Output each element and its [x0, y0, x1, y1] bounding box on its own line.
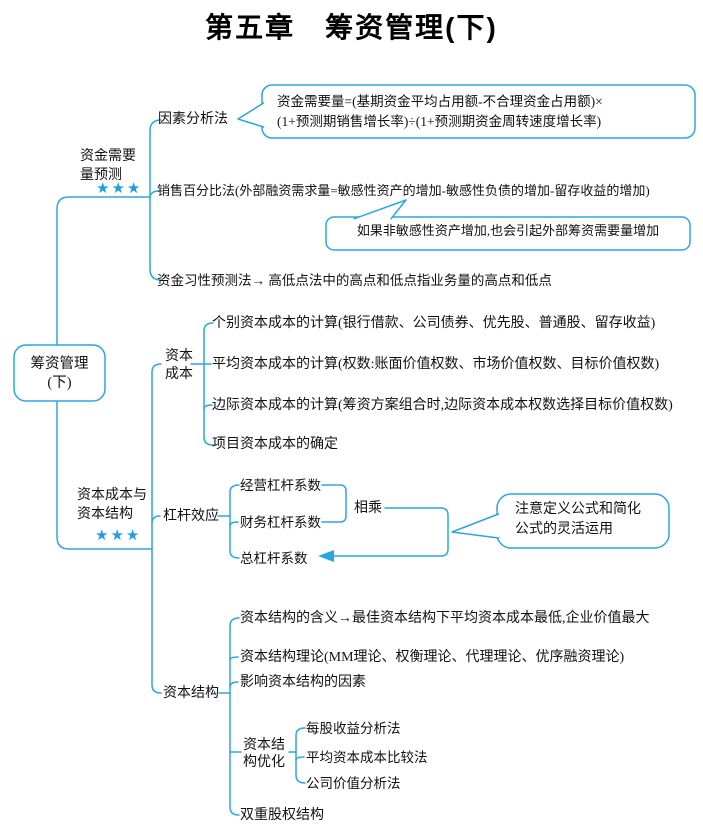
leverage-spine-top: [229, 484, 240, 517]
branch1-label-line2: 量预测: [80, 168, 122, 183]
node-factor-analysis: 因素分析法: [158, 112, 228, 127]
structure-factor-curve: [229, 681, 239, 688]
formula-note-tail: [237, 102, 265, 128]
node-structure-theory: 资本结构理论(MM理论、权衡理论、代理理论、优序融资理论): [240, 650, 625, 665]
node-project-cost: 项目资本成本的确定: [212, 437, 338, 452]
leverage-note-tail: [451, 513, 500, 539]
structure-label: 资本结构: [163, 686, 219, 701]
sales-note-tail: [353, 199, 407, 220]
branch2-spine-top: [151, 363, 162, 550]
node-dual-class-shares: 双重股权结构: [240, 808, 324, 823]
structure-theory-curve: [229, 656, 239, 661]
formula-note-line2: (1+预测期销售增长率)÷(1+预测期资金周转速度增长率): [277, 114, 602, 129]
structure-spine-bottom: [229, 692, 240, 816]
node-funds-habit: 资金习性预测法→ 高低点法中的高点和低点指业务量的高点和低点: [157, 273, 552, 288]
multiply-label: 相乘: [354, 501, 382, 516]
optimize-label-line2: 构优化: [243, 755, 285, 770]
chapter-title: 第五章 筹资管理(下): [205, 12, 498, 43]
formula-note-line1: 资金需要量=(基期资金平均占用额-不合理资金占用额)×: [277, 94, 603, 109]
node-financial-leverage: 财务杠杆系数: [240, 515, 321, 530]
branch2-leverage-curve: [151, 515, 161, 524]
multiply-bracket: [321, 484, 347, 523]
node-sales-percentage: 销售百分比法(外部融资需求量=敏感性资产的增加-敏感性负债的增加-留存收益的增加…: [157, 183, 650, 198]
optimize-avg-curve: [295, 756, 305, 761]
branch-wires: [13, 84, 696, 816]
node-structure-meaning: 资本结构的含义→最佳资本结构下平均资本成本最低,企业价值最大: [240, 611, 650, 626]
leverage-note-line1: 注意定义公式和简化: [515, 502, 641, 517]
cost-label-line1: 资本: [165, 349, 193, 364]
branch2-stars: ★★★: [95, 526, 142, 544]
cost-spine-bottom: [203, 363, 214, 446]
branch1-label-line1: 资金需要: [80, 149, 136, 164]
leverage-financial-curve: [229, 521, 239, 527]
branch2-spine-bottom: [151, 548, 162, 694]
root-node: 筹资管理 (下): [14, 355, 105, 393]
cost-marginal-curve: [203, 404, 213, 410]
optimize-spine-bottom: [295, 751, 306, 784]
branch2-label-line2: 资本结构: [77, 507, 133, 522]
total-leverage-arrowhead: [318, 550, 334, 562]
cost-spine-top: [203, 322, 214, 365]
branch1-spine-top: [149, 119, 162, 198]
branch1-sales-curve: [149, 190, 160, 198]
root-to-branch2-line: [56, 400, 153, 550]
leverage-label: 杠杆效应: [163, 509, 219, 524]
node-average-cost: 平均资本成本的计算(权数:账面价值权数、市场价值权数、目标价值权数): [212, 357, 660, 372]
root-to-branch1-line: [56, 196, 151, 346]
sales-note-text: 如果非敏感性资产增加,也会引起外部筹资需要量增加: [356, 223, 660, 238]
node-individual-cost: 个别资本成本的计算(银行借款、公司债券、优先股、普通股、留存收益): [212, 316, 656, 331]
node-avg-cost-compare: 平均资本成本比较法: [306, 750, 428, 765]
structure-spine-top: [229, 617, 240, 694]
root-node-line1: 筹资管理: [30, 356, 89, 372]
optimize-label-line1: 资本结: [243, 738, 285, 753]
node-company-value: 公司价值分析法: [306, 776, 401, 791]
branch2-label-line1: 资本成本与: [77, 488, 147, 503]
optimize-spine-top: [295, 727, 306, 753]
cost-label-line2: 成本: [165, 367, 193, 382]
node-eps-analysis: 每股收益分析法: [306, 721, 401, 736]
leverage-note-line2: 公式的灵活运用: [515, 522, 613, 537]
root-node-box: [13, 344, 106, 402]
node-marginal-cost: 边际资本成本的计算(筹资方案组合时,边际资本成本权数选择目标价值权数): [212, 398, 673, 413]
node-operating-leverage: 经营杠杆系数: [240, 478, 321, 493]
sales-note-box: [325, 216, 691, 251]
branch1-spine-bottom: [149, 196, 162, 281]
leverage-spine-bottom: [229, 515, 240, 559]
node-structure-factors: 影响资本结构的因素: [240, 675, 366, 690]
multiply-to-total-line: [333, 507, 449, 557]
node-total-leverage: 总杠杆系数: [240, 551, 308, 566]
root-node-line2: (下): [47, 375, 72, 391]
branch1-stars: ★★★: [96, 179, 143, 197]
